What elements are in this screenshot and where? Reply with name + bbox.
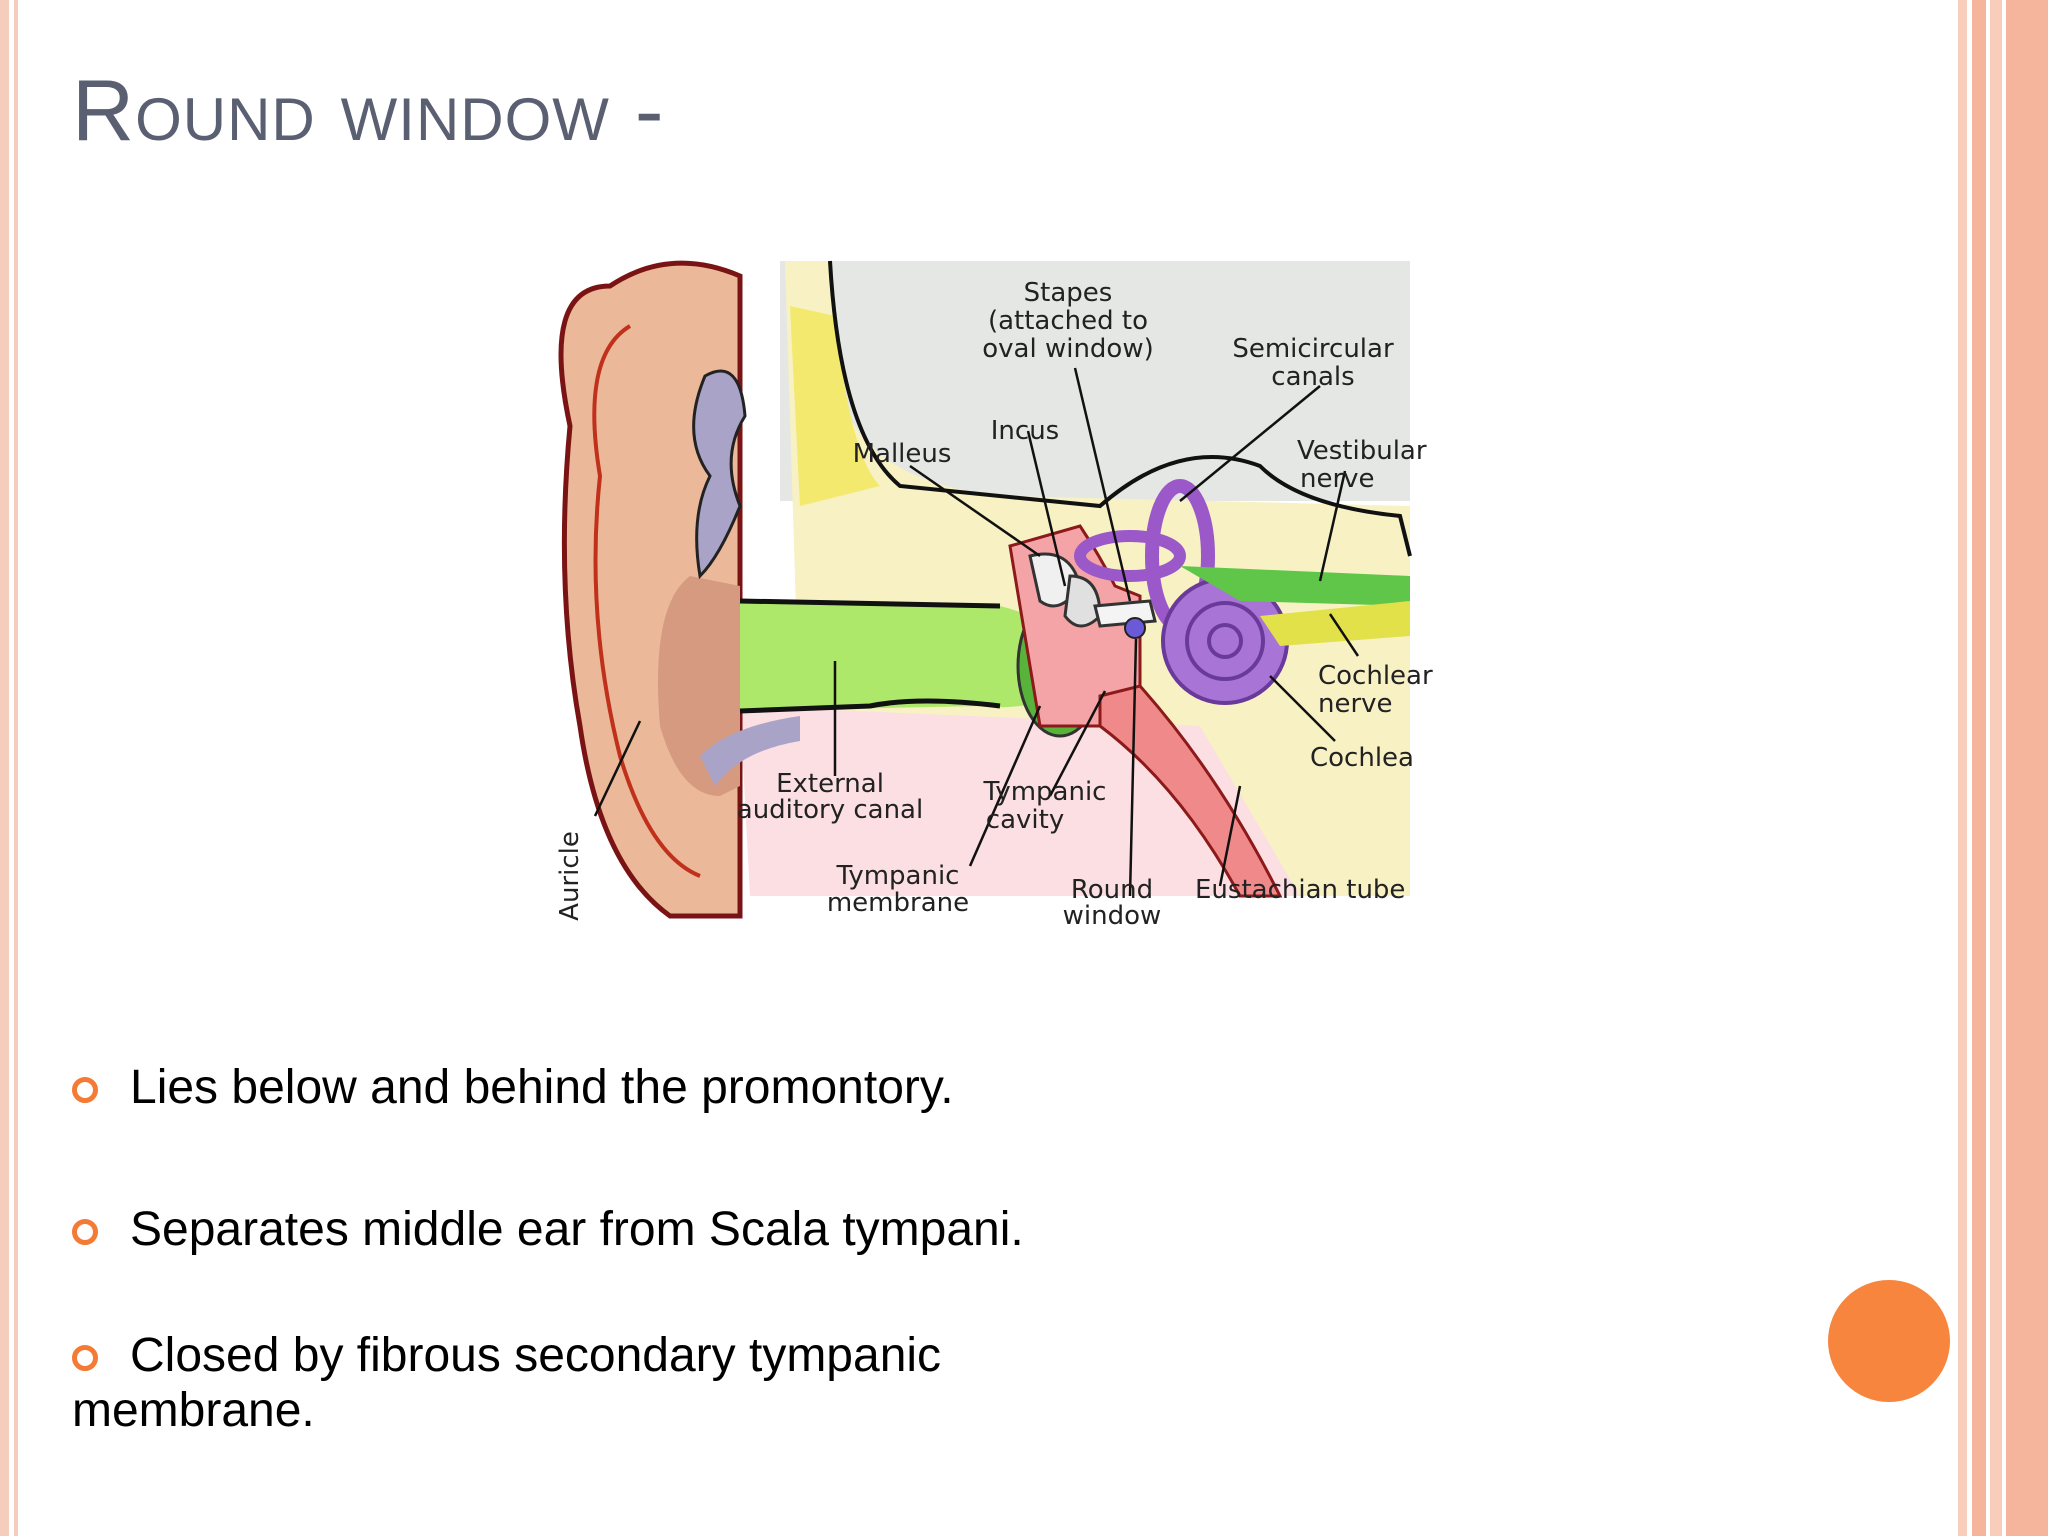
label-tympanic-membrane: Tympanic: [836, 861, 960, 891]
canal-lower-wall: [739, 698, 1001, 714]
label-cochlea: Cochlea: [1310, 743, 1414, 773]
label-eustachian-tube: Eustachian tube: [1195, 875, 1405, 905]
ear-anatomy-diagram: Stapes (attached to oval window) Semicir…: [540, 256, 1460, 946]
slide-title: Round window -: [72, 63, 665, 159]
label-semicircular-canals: Semicircular: [1232, 334, 1394, 364]
label-vestibular-nerve: nerve: [1300, 464, 1375, 494]
stapes-bone: [1093, 599, 1157, 628]
label-stapes: oval window): [982, 334, 1154, 364]
canal-upper-wall: [739, 598, 1001, 609]
round-window-shape: [1124, 617, 1146, 639]
bullet-ring-icon: [72, 1345, 98, 1371]
label-round-window: window: [1063, 901, 1162, 931]
bullet-text: Closed by fibrous secondary tympanic: [130, 1329, 942, 1382]
right-edge-band: [1972, 0, 1986, 1536]
bullet-text: Lies below and behind the promontory.: [130, 1061, 954, 1114]
cochlea-spiral: [1185, 601, 1265, 681]
label-cochlear-nerve: nerve: [1318, 689, 1393, 719]
bullet-ring-icon: [72, 1077, 98, 1103]
auricle-inner-rim: [592, 324, 701, 878]
bullet-item: Lies below and behind the promontory.: [72, 1060, 954, 1115]
bullet-item: Closed by fibrous secondary tympanic mem…: [72, 1328, 941, 1438]
right-edge-band: [1990, 0, 2002, 1536]
label-external-auditory-canal: External: [776, 769, 884, 799]
label-tympanic-cavity: Tympanic: [983, 777, 1107, 807]
label-malleus: Malleus: [853, 439, 952, 469]
leader-lines: [593, 367, 1360, 897]
concha: [658, 576, 740, 796]
bullet-text: Separates middle ear from Scala tympani.: [130, 1203, 1024, 1256]
left-edge-stripe: [0, 0, 9, 1536]
left-edge-stripe-thin: [14, 0, 18, 1536]
label-incus: Incus: [991, 416, 1059, 446]
label-cochlear-nerve: Cochlear: [1318, 661, 1433, 691]
bullet-ring-icon: [72, 1219, 98, 1245]
cochlea-spiral-inner: [1207, 623, 1243, 659]
label-auricle: Auricle: [555, 831, 585, 921]
label-semicircular-canals: canals: [1271, 362, 1354, 392]
right-edge-band: [2006, 0, 2048, 1536]
label-stapes: Stapes: [1024, 278, 1113, 308]
ear-diagram-svg: Stapes (attached to oval window) Semicir…: [555, 260, 1433, 931]
ear-canal: [740, 601, 1060, 711]
label-external-auditory-canal: auditory canal: [737, 795, 923, 825]
bullet-item: Separates middle ear from Scala tympani.: [72, 1202, 1024, 1257]
cartilage: [692, 369, 747, 580]
bone-outline: [828, 260, 1412, 557]
bullet-text-continuation: membrane.: [72, 1384, 315, 1437]
eustachian-tube-shape: [1098, 684, 1283, 898]
label-tympanic-cavity: cavity: [986, 805, 1064, 835]
vestibular-nerve-shape: [1180, 566, 1410, 606]
label-tympanic-membrane: membrane: [827, 888, 969, 918]
bone-highlight: [790, 306, 880, 506]
label-stapes: (attached to: [988, 306, 1148, 336]
right-edge-band: [1958, 0, 1967, 1536]
cartilage-lower: [700, 716, 800, 786]
decorative-orange-circle: [1828, 1280, 1950, 1402]
label-vestibular-nerve: Vestibular: [1297, 436, 1427, 466]
semicircular-canal-2: [1074, 530, 1186, 582]
label-round-window: Round: [1071, 875, 1153, 905]
